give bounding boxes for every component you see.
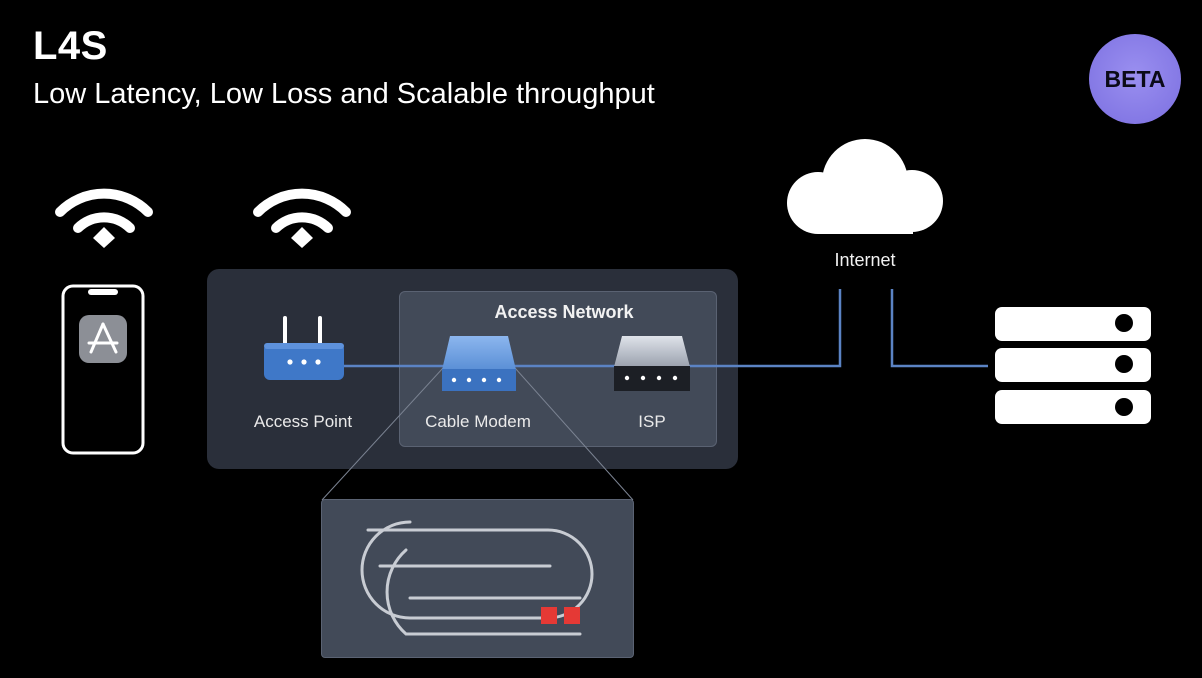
beta-badge: BETA: [1089, 34, 1181, 124]
wifi-icon: [55, 188, 153, 248]
queue-icon: [360, 520, 594, 636]
app-store-icon: [79, 315, 127, 363]
access-network-label: Access Network: [494, 302, 634, 322]
slide-title: L4S: [33, 24, 108, 68]
slide-subtitle: Low Latency, Low Loss and Scalable throu…: [33, 78, 655, 110]
internet-label: Internet: [834, 250, 896, 270]
cable-modem-icon: [442, 336, 516, 391]
isp-switch-icon: [614, 336, 690, 391]
cable-modem-label: Cable Modem: [425, 412, 531, 431]
wifi-icon: [253, 188, 351, 248]
queue-packet: [541, 607, 557, 624]
queue-packet: [564, 607, 580, 624]
server-icon: [995, 307, 1151, 424]
cloud-icon: [787, 139, 943, 234]
iphone-icon: [61, 284, 145, 455]
access-point-label: Access Point: [253, 412, 353, 431]
router-icon: [264, 316, 344, 380]
isp-label: ISP: [638, 412, 666, 431]
queue-zoom-panel: [321, 499, 634, 658]
zoom-callout-lines: [321, 367, 634, 501]
